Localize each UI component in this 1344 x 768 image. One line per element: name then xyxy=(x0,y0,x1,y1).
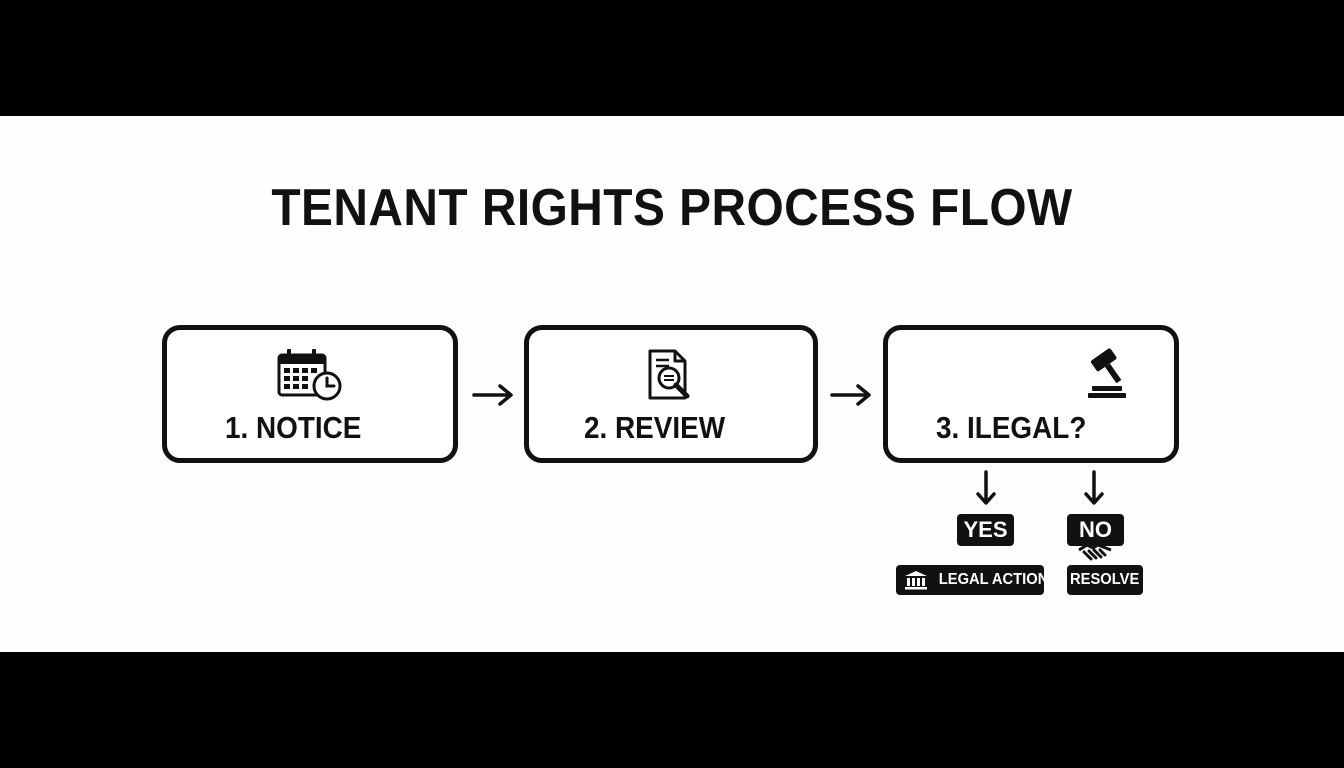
document-search-icon xyxy=(648,349,690,400)
letterbox-bottom xyxy=(0,652,1344,768)
outcome-legal-action-label: LEGAL ACTION xyxy=(938,571,1049,588)
outcome-resolve: RESOLVE xyxy=(1067,565,1143,595)
step-label-review: 2. REVIEW xyxy=(584,410,726,445)
letterbox-top xyxy=(0,0,1344,116)
branch-yes-label: YES xyxy=(957,514,1014,546)
step-label-illegal: 3. ILEGAL? xyxy=(936,410,1087,445)
arrow-down-icon xyxy=(1084,470,1104,505)
outcome-legal-action: LEGAL ACTION xyxy=(896,565,1048,595)
arrow-down-icon xyxy=(976,470,996,505)
branch-no-label: NO xyxy=(1067,514,1124,546)
handshake-icon xyxy=(1078,543,1112,561)
courthouse-icon xyxy=(905,571,927,590)
step-notice: 1. NOTICE xyxy=(162,325,458,463)
step-review: 2. REVIEW xyxy=(524,325,818,463)
arrow-right-icon xyxy=(472,384,513,406)
outcome-resolve-label: RESOLVE xyxy=(1070,571,1140,588)
arrow-right-icon xyxy=(830,384,871,406)
step-illegal: 3. ILEGAL? xyxy=(883,325,1179,463)
diagram-title: TENANT RIGHTS PROCESS FLOW xyxy=(271,179,1073,237)
gavel-icon xyxy=(1088,348,1126,398)
calendar-clock-icon xyxy=(277,349,342,401)
step-label-notice: 1. NOTICE xyxy=(225,410,362,445)
